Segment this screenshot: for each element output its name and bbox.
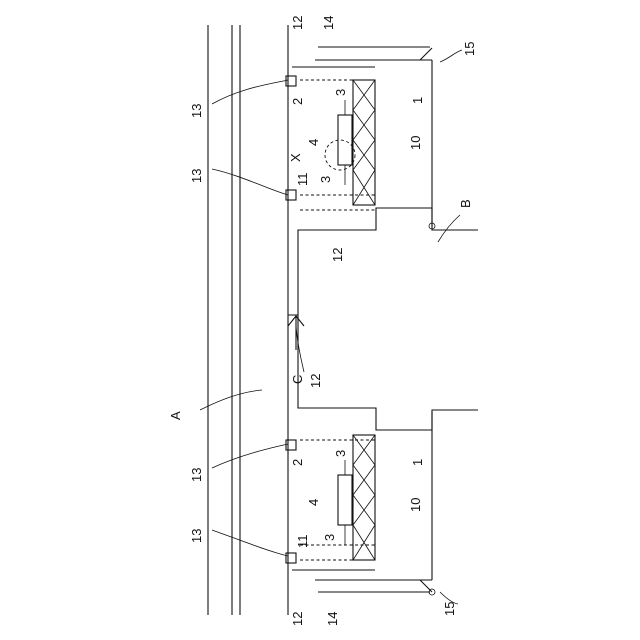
label-12-top: 12 [290,16,305,30]
label-2-lower: 2 [290,459,305,466]
part-labels: 12 14 15 13 2 3 1 4 10 X 13 11 3 B 12 C … [168,16,477,626]
label-2-upper: 2 [290,98,305,105]
leader-lines [200,50,462,604]
label-1-lower: 1 [410,459,425,466]
label-13-first: 13 [189,104,204,118]
label-12-upper-mid: 12 [330,248,345,262]
label-15-top: 15 [462,42,477,56]
label-a: A [168,411,183,420]
label-13-second: 13 [189,169,204,183]
label-c: C [290,375,305,384]
label-13-fourth: 13 [189,529,204,543]
label-10-upper: 10 [408,136,423,150]
label-3-lower-b: 3 [322,534,337,541]
label-4-upper: 4 [306,139,321,146]
label-12-bottom: 12 [290,612,305,626]
form-outline [288,316,304,350]
label-15-bottom: 15 [442,602,457,616]
wall-lines [208,25,288,615]
label-3-upper-a: 3 [333,89,348,96]
label-10-lower: 10 [408,498,423,512]
label-3-lower-a: 3 [333,450,348,457]
label-x: X [288,153,303,162]
label-12-lower-mid: 12 [308,374,323,388]
label-11-upper: 11 [295,173,310,187]
label-11-lower: 11 [295,535,310,549]
label-14-top: 14 [321,16,336,30]
label-4-lower: 4 [306,499,321,506]
label-1-upper: 1 [410,97,425,104]
central-body-outline [288,208,478,430]
label-14-bottom: 14 [325,612,340,626]
label-b: B [458,199,473,208]
label-3-upper-b: 3 [318,176,333,183]
label-13-third: 13 [189,468,204,482]
